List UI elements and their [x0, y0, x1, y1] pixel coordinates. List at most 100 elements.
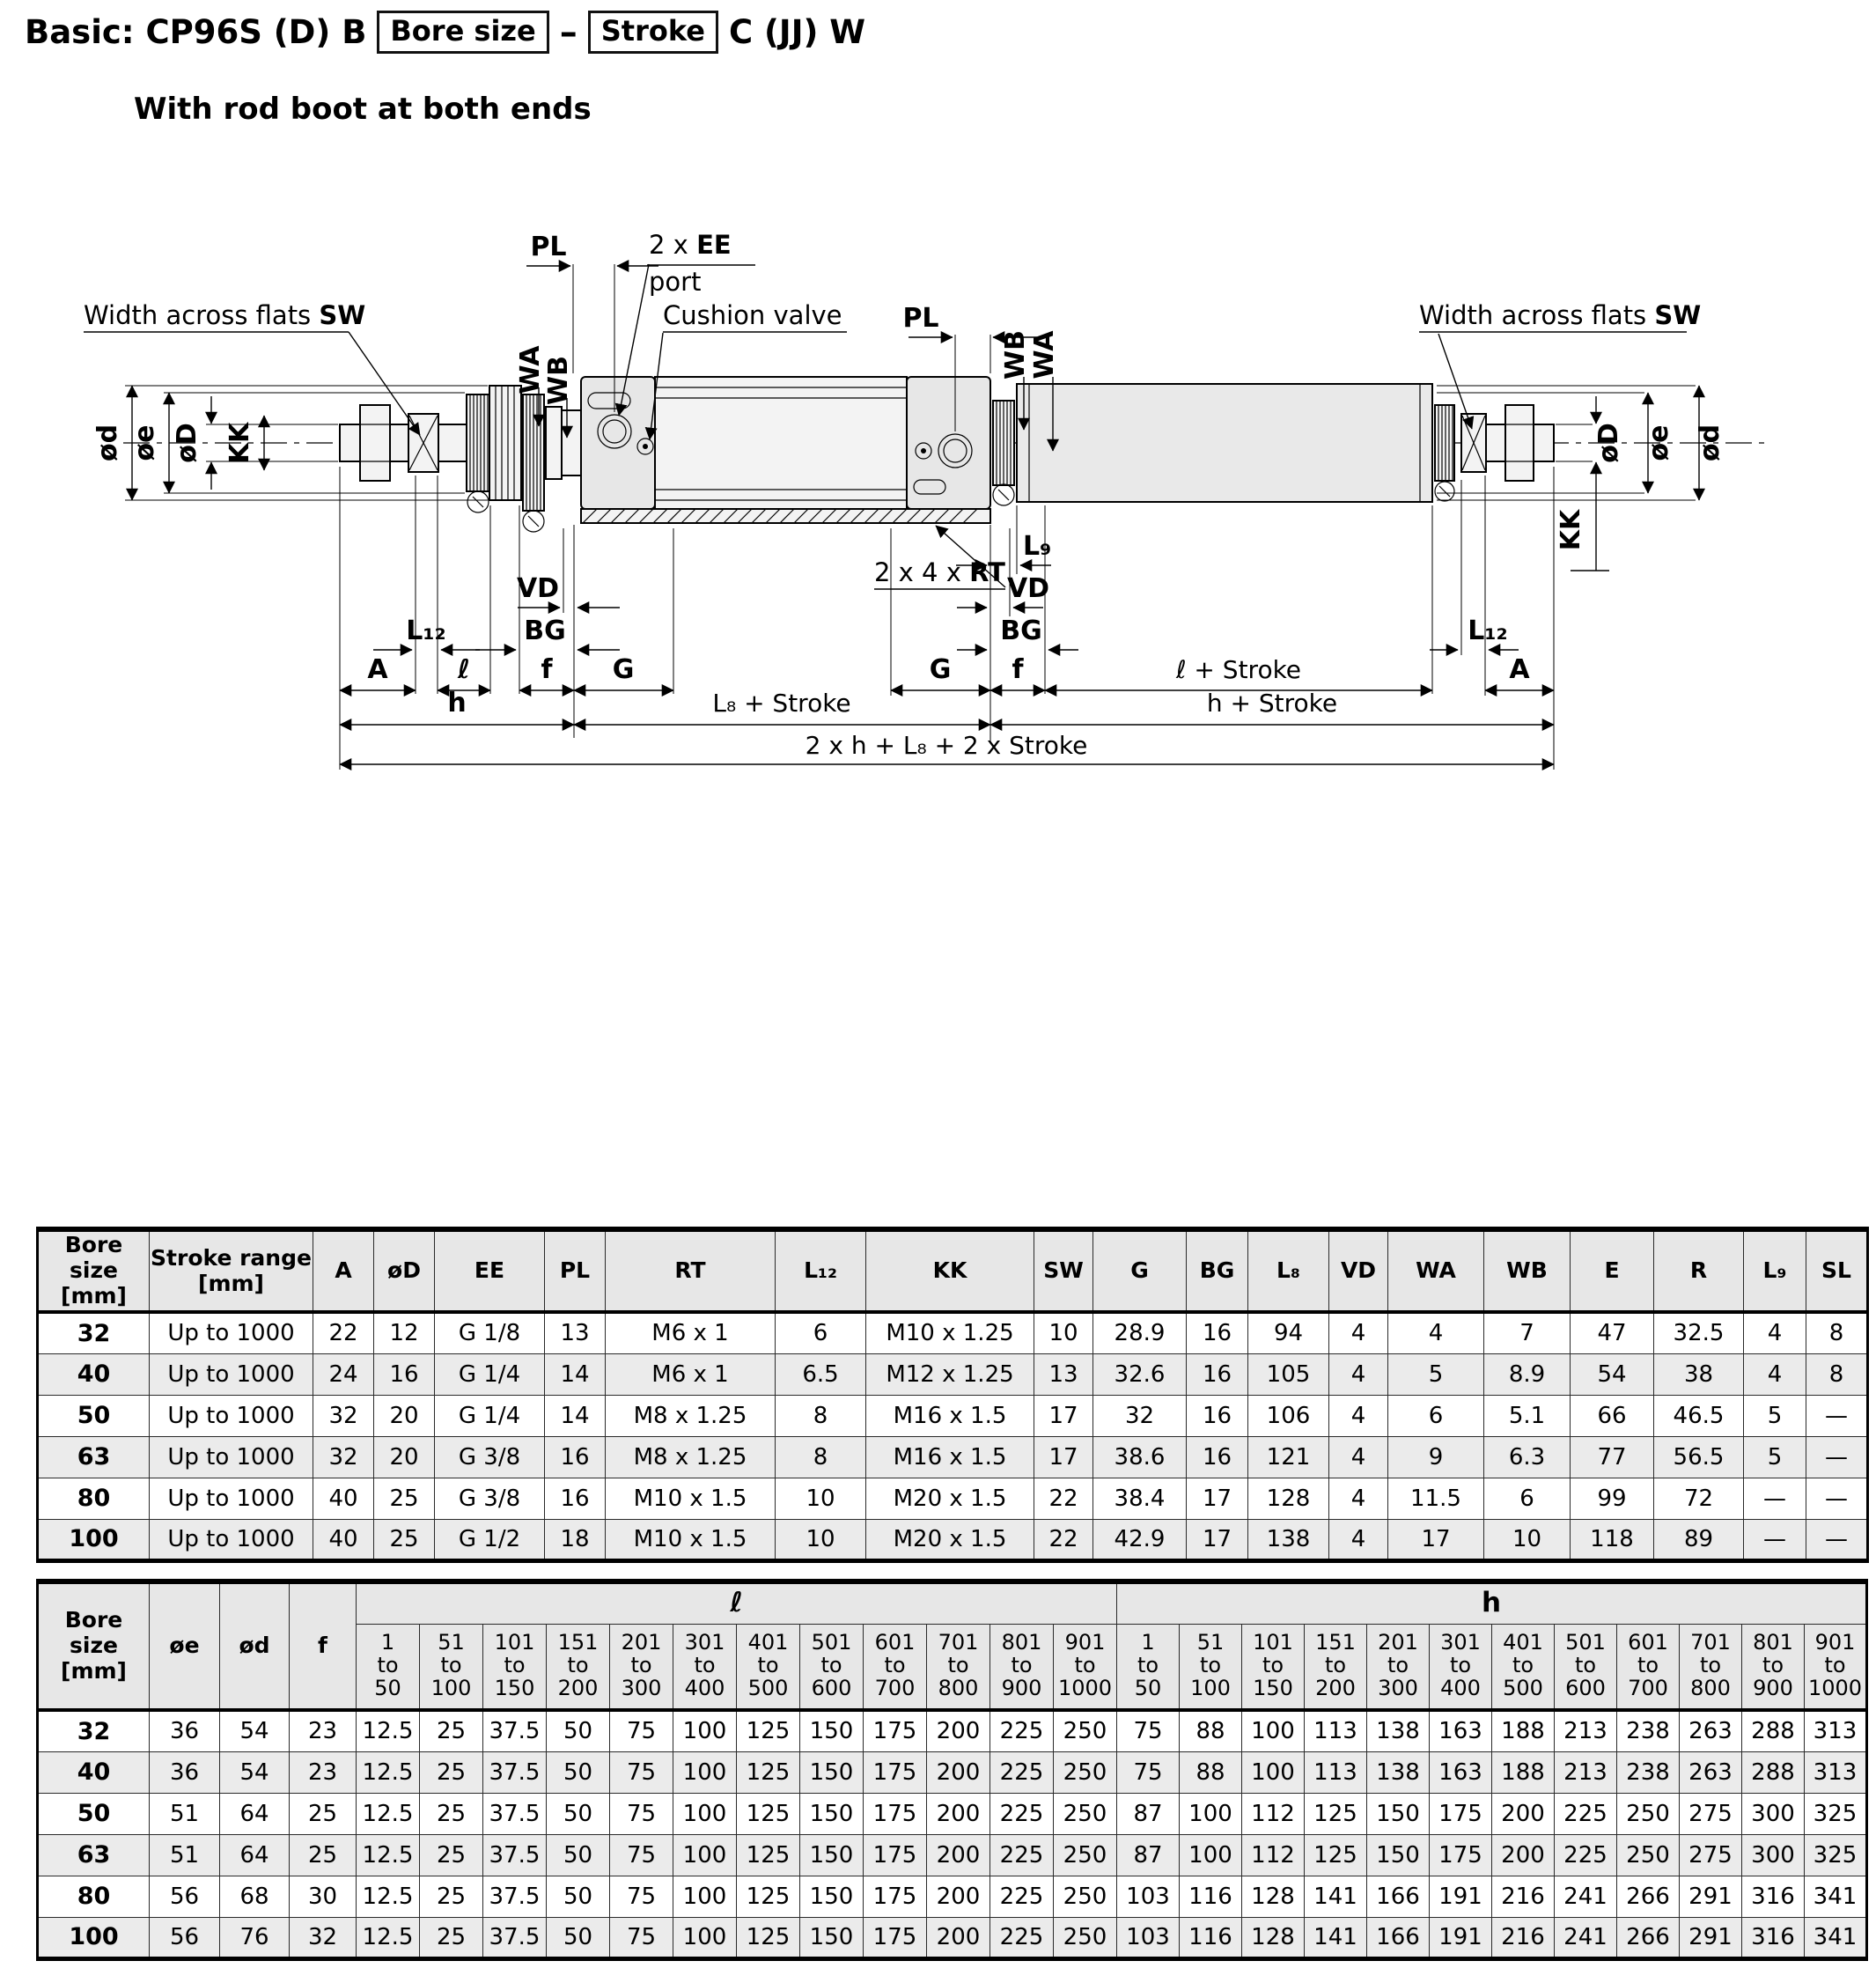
table-cell: Up to 1000: [149, 1477, 313, 1520]
table-cell: 13: [1034, 1353, 1093, 1396]
table-cell: 36: [149, 1709, 220, 1752]
table-cell: M16 x 1.5: [865, 1435, 1034, 1478]
table-cell: 141: [1304, 1916, 1367, 1959]
table-cell: 250: [1616, 1833, 1680, 1876]
column-header: L₈: [1247, 1228, 1329, 1313]
table-cell: 5: [1743, 1435, 1806, 1478]
table-cell: 8: [1806, 1311, 1868, 1354]
table-cell: 37.5: [482, 1751, 547, 1794]
table-cell: 64: [219, 1833, 290, 1876]
table-cell: 25: [419, 1833, 483, 1876]
table-cell: 10: [775, 1477, 866, 1520]
table-cell: 5: [1743, 1394, 1806, 1437]
table-cell: 150: [799, 1875, 864, 1918]
table-cell: 100: [1241, 1751, 1305, 1794]
table-cell: 150: [1366, 1833, 1430, 1876]
table-cell: 175: [863, 1792, 927, 1835]
table-cell: 100: [37, 1518, 150, 1561]
table-cell: 8: [775, 1435, 866, 1478]
table-cell: 175: [1429, 1833, 1492, 1876]
table-cell: 22: [1034, 1477, 1093, 1520]
table-cell: 275: [1679, 1833, 1742, 1876]
table-cell: G 1/4: [434, 1394, 545, 1437]
table-cell: 238: [1616, 1709, 1680, 1752]
table-cell: M8 x 1.25: [605, 1394, 776, 1437]
table-cell: 225: [989, 1751, 1054, 1794]
a-right-label: A: [1509, 654, 1530, 685]
table-cell: 138: [1366, 1751, 1430, 1794]
column-header: SL: [1806, 1228, 1868, 1313]
diagram-heading: With rod boot at both ends: [134, 92, 592, 127]
table-cell: M10 x 1.5: [605, 1477, 776, 1520]
table-cell: 100: [673, 1875, 737, 1918]
rt-label: 2 x 4 x RT: [874, 557, 1005, 587]
table-cell: 150: [1366, 1792, 1430, 1835]
table-cell: 13: [544, 1311, 606, 1354]
table-cell: 80: [37, 1875, 150, 1918]
table-cell: 32: [1092, 1394, 1187, 1437]
table-cell: 50: [37, 1394, 150, 1437]
table-cell: 125: [736, 1875, 800, 1918]
table-cell: 4: [1328, 1518, 1388, 1561]
table-cell: 11.5: [1387, 1477, 1484, 1520]
table-cell: 241: [1554, 1916, 1617, 1959]
table-cell: 8.9: [1483, 1353, 1571, 1396]
ell-stroke-label: ℓ + Stroke: [1175, 655, 1301, 684]
table-cell: 75: [609, 1875, 673, 1918]
table-cell: 10: [775, 1518, 866, 1561]
table-cell: 341: [1804, 1916, 1867, 1959]
cushion-valve-right: [915, 442, 932, 460]
table-cell: M6 x 1: [605, 1353, 776, 1396]
table-cell: 238: [1616, 1751, 1680, 1794]
table-cell: 316: [1741, 1875, 1805, 1918]
table-cell: 17: [1034, 1394, 1093, 1437]
table-cell: 200: [1491, 1792, 1555, 1835]
table-cell: 141: [1304, 1875, 1367, 1918]
f-right-label: f: [1012, 654, 1024, 685]
left-rod-assembly: [339, 404, 469, 482]
table-cell: 175: [863, 1916, 927, 1959]
table-cell: 68: [219, 1875, 290, 1918]
table-cell: 30: [289, 1875, 357, 1918]
table-cell: 5.1: [1483, 1394, 1571, 1437]
table-cell: 125: [736, 1833, 800, 1876]
table-cell: 250: [1053, 1709, 1117, 1752]
table-cell: 225: [989, 1875, 1054, 1918]
table-cell: 288: [1741, 1751, 1805, 1794]
column-header: R: [1653, 1228, 1744, 1313]
dia-D-right-label: øD: [1593, 423, 1624, 463]
table-cell: 188: [1491, 1709, 1555, 1752]
table-cell: 12.5: [356, 1792, 420, 1835]
technical-drawing: PL 2 x EE port Cushion valve PL WA WB WB…: [84, 230, 1765, 770]
vd-left-label: VD: [517, 573, 559, 604]
table-cell: 25: [419, 1875, 483, 1918]
table-cell: 25: [373, 1477, 435, 1520]
l12-left-label: L₁₂: [406, 616, 445, 646]
table-cell: 113: [1304, 1751, 1367, 1794]
table-cell: 66: [1570, 1394, 1654, 1437]
boot-clamp-screw-right: [1434, 481, 1455, 502]
table-cell: 63: [37, 1833, 150, 1876]
table-cell: 225: [989, 1709, 1054, 1752]
dia-e-left-label: øe: [129, 425, 160, 461]
table-cell: 72: [1653, 1477, 1744, 1520]
table-cell: 94: [1247, 1311, 1329, 1354]
table-cell: 38: [1653, 1353, 1744, 1396]
table-cell: —: [1806, 1477, 1868, 1520]
column-header: SW: [1034, 1228, 1093, 1313]
table-cell: 87: [1116, 1792, 1180, 1835]
table-cell: 200: [926, 1709, 990, 1752]
table-cell: 288: [1741, 1709, 1805, 1752]
column-header: ød: [219, 1581, 290, 1711]
table-cell: 50: [546, 1833, 610, 1876]
pl-right-label: PL: [902, 303, 938, 334]
table-cell: 47: [1570, 1311, 1654, 1354]
